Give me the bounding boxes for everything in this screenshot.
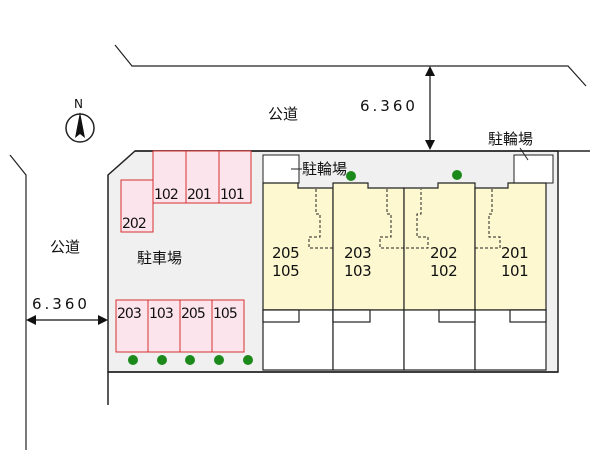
parking-number: 102: [154, 187, 178, 203]
parking-area: [115, 150, 252, 353]
road-edge-top: [114, 44, 587, 87]
parking-number: 201: [187, 187, 211, 203]
parking-label: 駐車場: [137, 249, 182, 267]
unit[interactable]: 203 103: [344, 244, 372, 280]
tree-icon: [185, 355, 195, 365]
dimension-left-value: 6.360: [32, 295, 90, 313]
unit-number-lower: 105: [272, 262, 299, 280]
bicycle-label-outer: 駐輪場: [488, 130, 533, 148]
compass-label: N: [74, 97, 83, 111]
tree-icon: [452, 170, 462, 180]
parking-number: 103: [149, 306, 173, 322]
road-label-left: 公道: [50, 238, 80, 256]
road-edge-left: [9, 154, 27, 450]
unit-number-upper: 205: [272, 244, 299, 262]
unit-number-upper: 203: [344, 244, 371, 262]
parking-space[interactable]: [179, 299, 213, 353]
building: [262, 182, 547, 371]
dimension-left: 6.360: [26, 295, 108, 325]
trees: [128, 170, 462, 365]
unit-number-lower: 101: [501, 262, 528, 280]
unit-number-upper: 201: [501, 244, 528, 262]
dimension-top: 6.360: [360, 66, 435, 150]
bicycle-box: [513, 154, 554, 184]
parking-space[interactable]: [185, 150, 220, 204]
dimension-top-value: 6.360: [360, 97, 418, 115]
bicycle-label-inner: 駐輪場: [302, 160, 347, 178]
tree-icon: [128, 355, 138, 365]
unit-number-upper: 202: [430, 244, 457, 262]
north-compass-icon: N: [65, 97, 95, 143]
road-label-top: 公道: [268, 105, 298, 123]
parking-number: 203: [117, 306, 141, 322]
parking-number: 105: [213, 306, 237, 322]
parking-space[interactable]: [152, 150, 187, 204]
unit-number-lower: 102: [430, 262, 457, 280]
parking-number: 202: [122, 216, 146, 232]
tree-icon: [214, 355, 224, 365]
tree-icon: [346, 171, 356, 181]
unit[interactable]: 202 102: [430, 244, 458, 280]
parking-number: 101: [220, 187, 244, 203]
tree-icon: [157, 355, 167, 365]
parking-space[interactable]: [218, 150, 252, 204]
tree-icon: [243, 355, 253, 365]
parking-number: 205: [181, 306, 205, 322]
parking-space[interactable]: [120, 179, 154, 233]
unit-number-lower: 103: [344, 262, 371, 280]
unit[interactable]: 205 105: [272, 244, 300, 280]
parking-space[interactable]: [147, 299, 181, 353]
unit[interactable]: 201 101: [501, 244, 529, 280]
parking-space[interactable]: [211, 299, 245, 353]
